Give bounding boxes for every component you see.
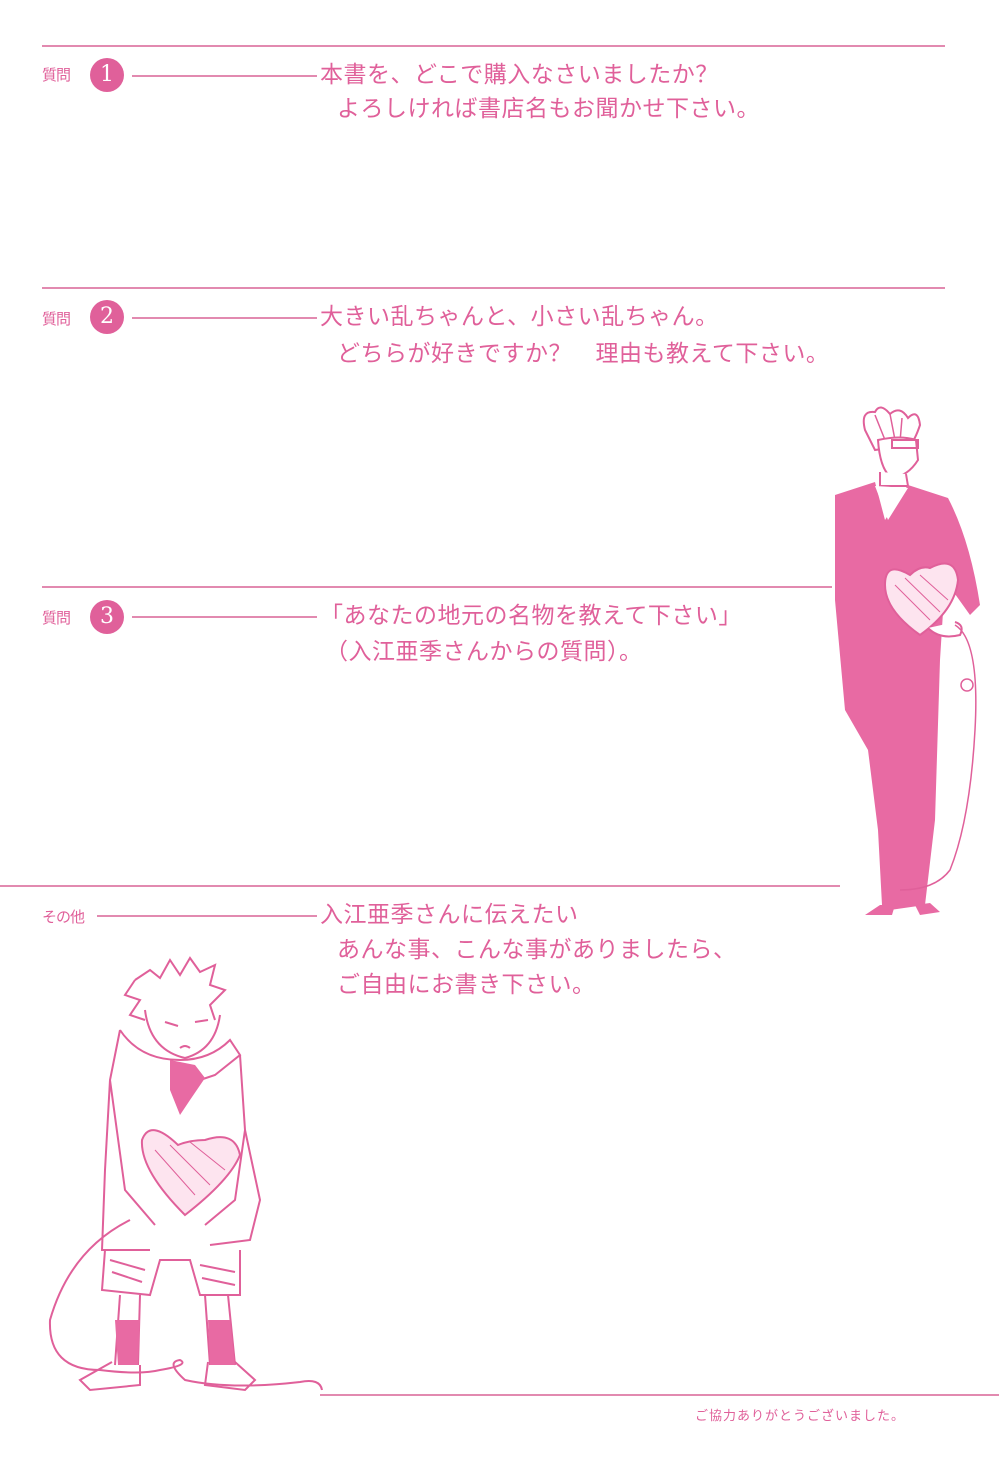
section-other-top-rule [0,885,840,887]
footer-rule [320,1394,999,1396]
leader-line [132,616,317,618]
section-2-top-rule [42,287,945,289]
question-text-line: どちらが好きですか？ 理由も教えて下さい。 [337,341,830,367]
question-label: その他 [42,908,85,926]
question-text-line: 入江亜季さんに伝えたい [320,902,579,928]
question-text-line: 「あなたの地元の名物を教えて下さい」 [320,603,742,629]
question-text-line: 本書を、どこで購入なさいましたか？ [320,62,719,88]
question-text-line: （入江亜季さんからの質問）。 [325,639,643,665]
boy-holding-heart-illustration [48,956,323,1392]
question-label: 質問 [42,609,71,627]
question-text-line: よろしければ書店名もお聞かせ下さい。 [337,96,760,122]
section-1-top-rule [42,45,945,47]
question-number-badge: 2 [90,300,124,334]
leader-line [132,75,317,77]
question-text-line: 大きい乱ちゃんと、小さい乱ちゃん。 [320,304,719,330]
question-text-line: ご自由にお書き下さい。 [337,972,596,998]
question-number-badge: 1 [90,58,124,92]
section-3-top-rule [42,586,832,588]
question-label: 質問 [42,66,71,84]
leader-line [97,915,317,917]
man-holding-heart-illustration [835,406,980,915]
question-text-line: あんな事、こんな事がありましたら、 [337,937,737,963]
leader-line [132,317,317,319]
question-label: 質問 [42,310,71,328]
thanks-message: ご協力ありがとうございました。 [695,1409,906,1424]
question-number-badge: 3 [90,600,124,634]
